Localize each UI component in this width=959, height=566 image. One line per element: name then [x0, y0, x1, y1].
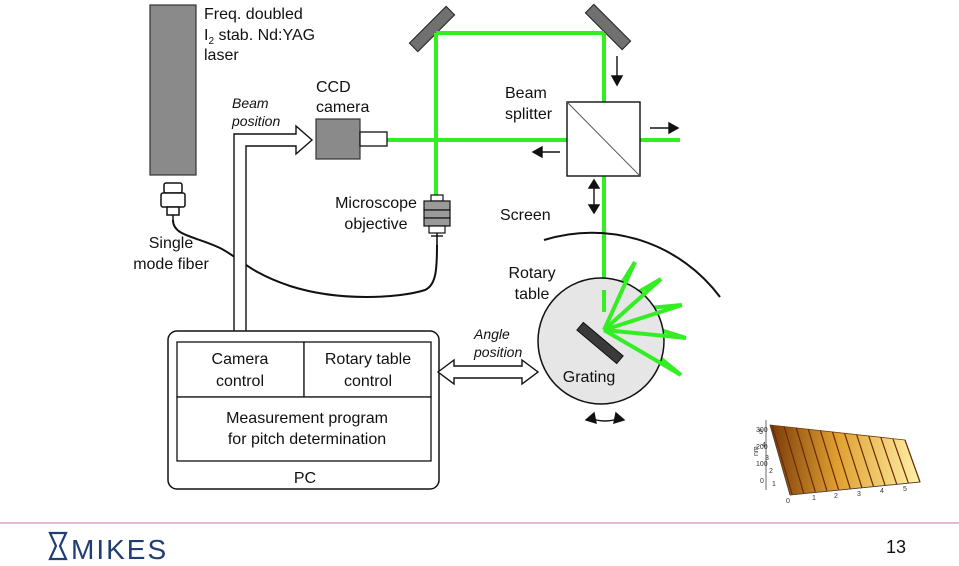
beam-splitter — [566, 101, 641, 177]
afm-ridge — [807, 428, 828, 491]
afm-y-tick-3: 4 — [762, 442, 766, 449]
afm-ridge — [892, 438, 909, 484]
camera-control-label-line2: control — [216, 373, 264, 390]
logo-text: MIKES — [71, 534, 168, 565]
afm-ridge — [771, 424, 793, 495]
rotary-table-label-line1: Rotary — [508, 265, 555, 282]
afm-x-tick-0: 1 — [812, 495, 816, 502]
beam-position-label-line1: Beam — [232, 95, 269, 111]
afm-ridge — [856, 434, 875, 487]
single-mode-fiber-label-line1: Single — [149, 235, 194, 252]
laser-label-line3: laser — [204, 47, 239, 64]
afm-ridge — [831, 431, 851, 489]
single-mode-fiber — [172, 219, 438, 298]
afm-ridge — [880, 437, 898, 485]
angle-position-arrow — [436, 358, 540, 386]
afm-surface-inset: 300 200 100 0 nm 0 1 2 3 4 5 1 2 3 4 5 — [753, 420, 921, 505]
beam-direction-arrows — [531, 56, 680, 215]
grating-label: Grating — [563, 369, 615, 386]
page-number: 13 — [886, 537, 906, 557]
afm-x-tick-2: 3 — [857, 491, 861, 498]
afm-unit: nm — [753, 446, 760, 456]
afm-ridge — [843, 432, 863, 488]
screen-arc — [543, 231, 721, 298]
diffracted-beams — [602, 261, 687, 377]
afm-ridge — [783, 426, 805, 494]
afm-ridge — [904, 439, 921, 483]
microscope-objective-label-line2: objective — [344, 216, 407, 233]
fiber-coupler-icon — [160, 182, 186, 220]
laser-label-line1: Freq. doubled — [204, 6, 303, 23]
rotary-control-box — [303, 341, 432, 398]
afm-z-tick-0: 300 — [756, 427, 768, 434]
afm-z-tick-3: 0 — [760, 478, 764, 485]
camera-data-arrow — [225, 124, 314, 341]
mikes-logo: MIKES — [48, 531, 168, 565]
measurement-program-label-line1: Measurement program — [226, 410, 388, 427]
ccd-camera-label-line1: CCD — [316, 79, 351, 96]
afm-y-tick-2: 3 — [765, 455, 769, 462]
afm-z-tick-1: 200 — [756, 444, 768, 451]
measurement-program-box — [176, 396, 432, 462]
microscope-objective — [423, 194, 451, 246]
angle-position-label-line2: position — [473, 344, 522, 360]
afm-y-tick-1: 2 — [769, 468, 773, 475]
ccd-camera-lens — [359, 131, 388, 147]
ccd-camera — [315, 118, 361, 160]
screen-label: Screen — [500, 207, 551, 224]
afm-x-tick-4: 5 — [903, 486, 907, 493]
measurement-program-label-line2: for pitch determination — [228, 431, 386, 448]
pc-label: PC — [294, 470, 316, 487]
beam-splitter-label-line2: splitter — [505, 106, 553, 123]
afm-y-tick-4: 5 — [759, 429, 763, 436]
grating-icon — [576, 321, 624, 365]
mirror-left — [408, 5, 456, 53]
afm-y-tick-0: 1 — [772, 481, 776, 488]
afm-x-tick-1: 2 — [834, 493, 838, 500]
laser-label-line2: I2 stab. Nd:YAG — [204, 27, 315, 47]
afm-z-tick-2: 100 — [756, 461, 768, 468]
beam-position-label-line2: position — [231, 113, 280, 129]
hourglass-icon — [48, 531, 68, 561]
afm-origin: 0 — [786, 498, 790, 505]
beam-splitter-label-line1: Beam — [505, 85, 547, 102]
rotation-arrow — [584, 411, 626, 425]
ccd-camera-label-line2: camera — [316, 99, 369, 116]
rotary-control-label-line2: control — [344, 373, 392, 390]
camera-control-label-line1: Camera — [212, 351, 269, 368]
afm-ridge — [795, 427, 816, 492]
afm-ridge — [819, 430, 840, 490]
microscope-objective-label-line1: Microscope — [335, 195, 417, 212]
laser-body — [149, 4, 197, 176]
rotary-table-label-line2: table — [515, 286, 550, 303]
afm-ridge — [868, 435, 886, 486]
afm-x-tick-3: 4 — [880, 488, 884, 495]
rotary-control-label-line1: Rotary table — [325, 351, 411, 368]
single-mode-fiber-label-line2: mode fiber — [133, 256, 209, 273]
mirror-right — [584, 3, 632, 51]
angle-position-label-line1: Angle — [473, 326, 510, 342]
camera-control-box — [176, 341, 305, 398]
